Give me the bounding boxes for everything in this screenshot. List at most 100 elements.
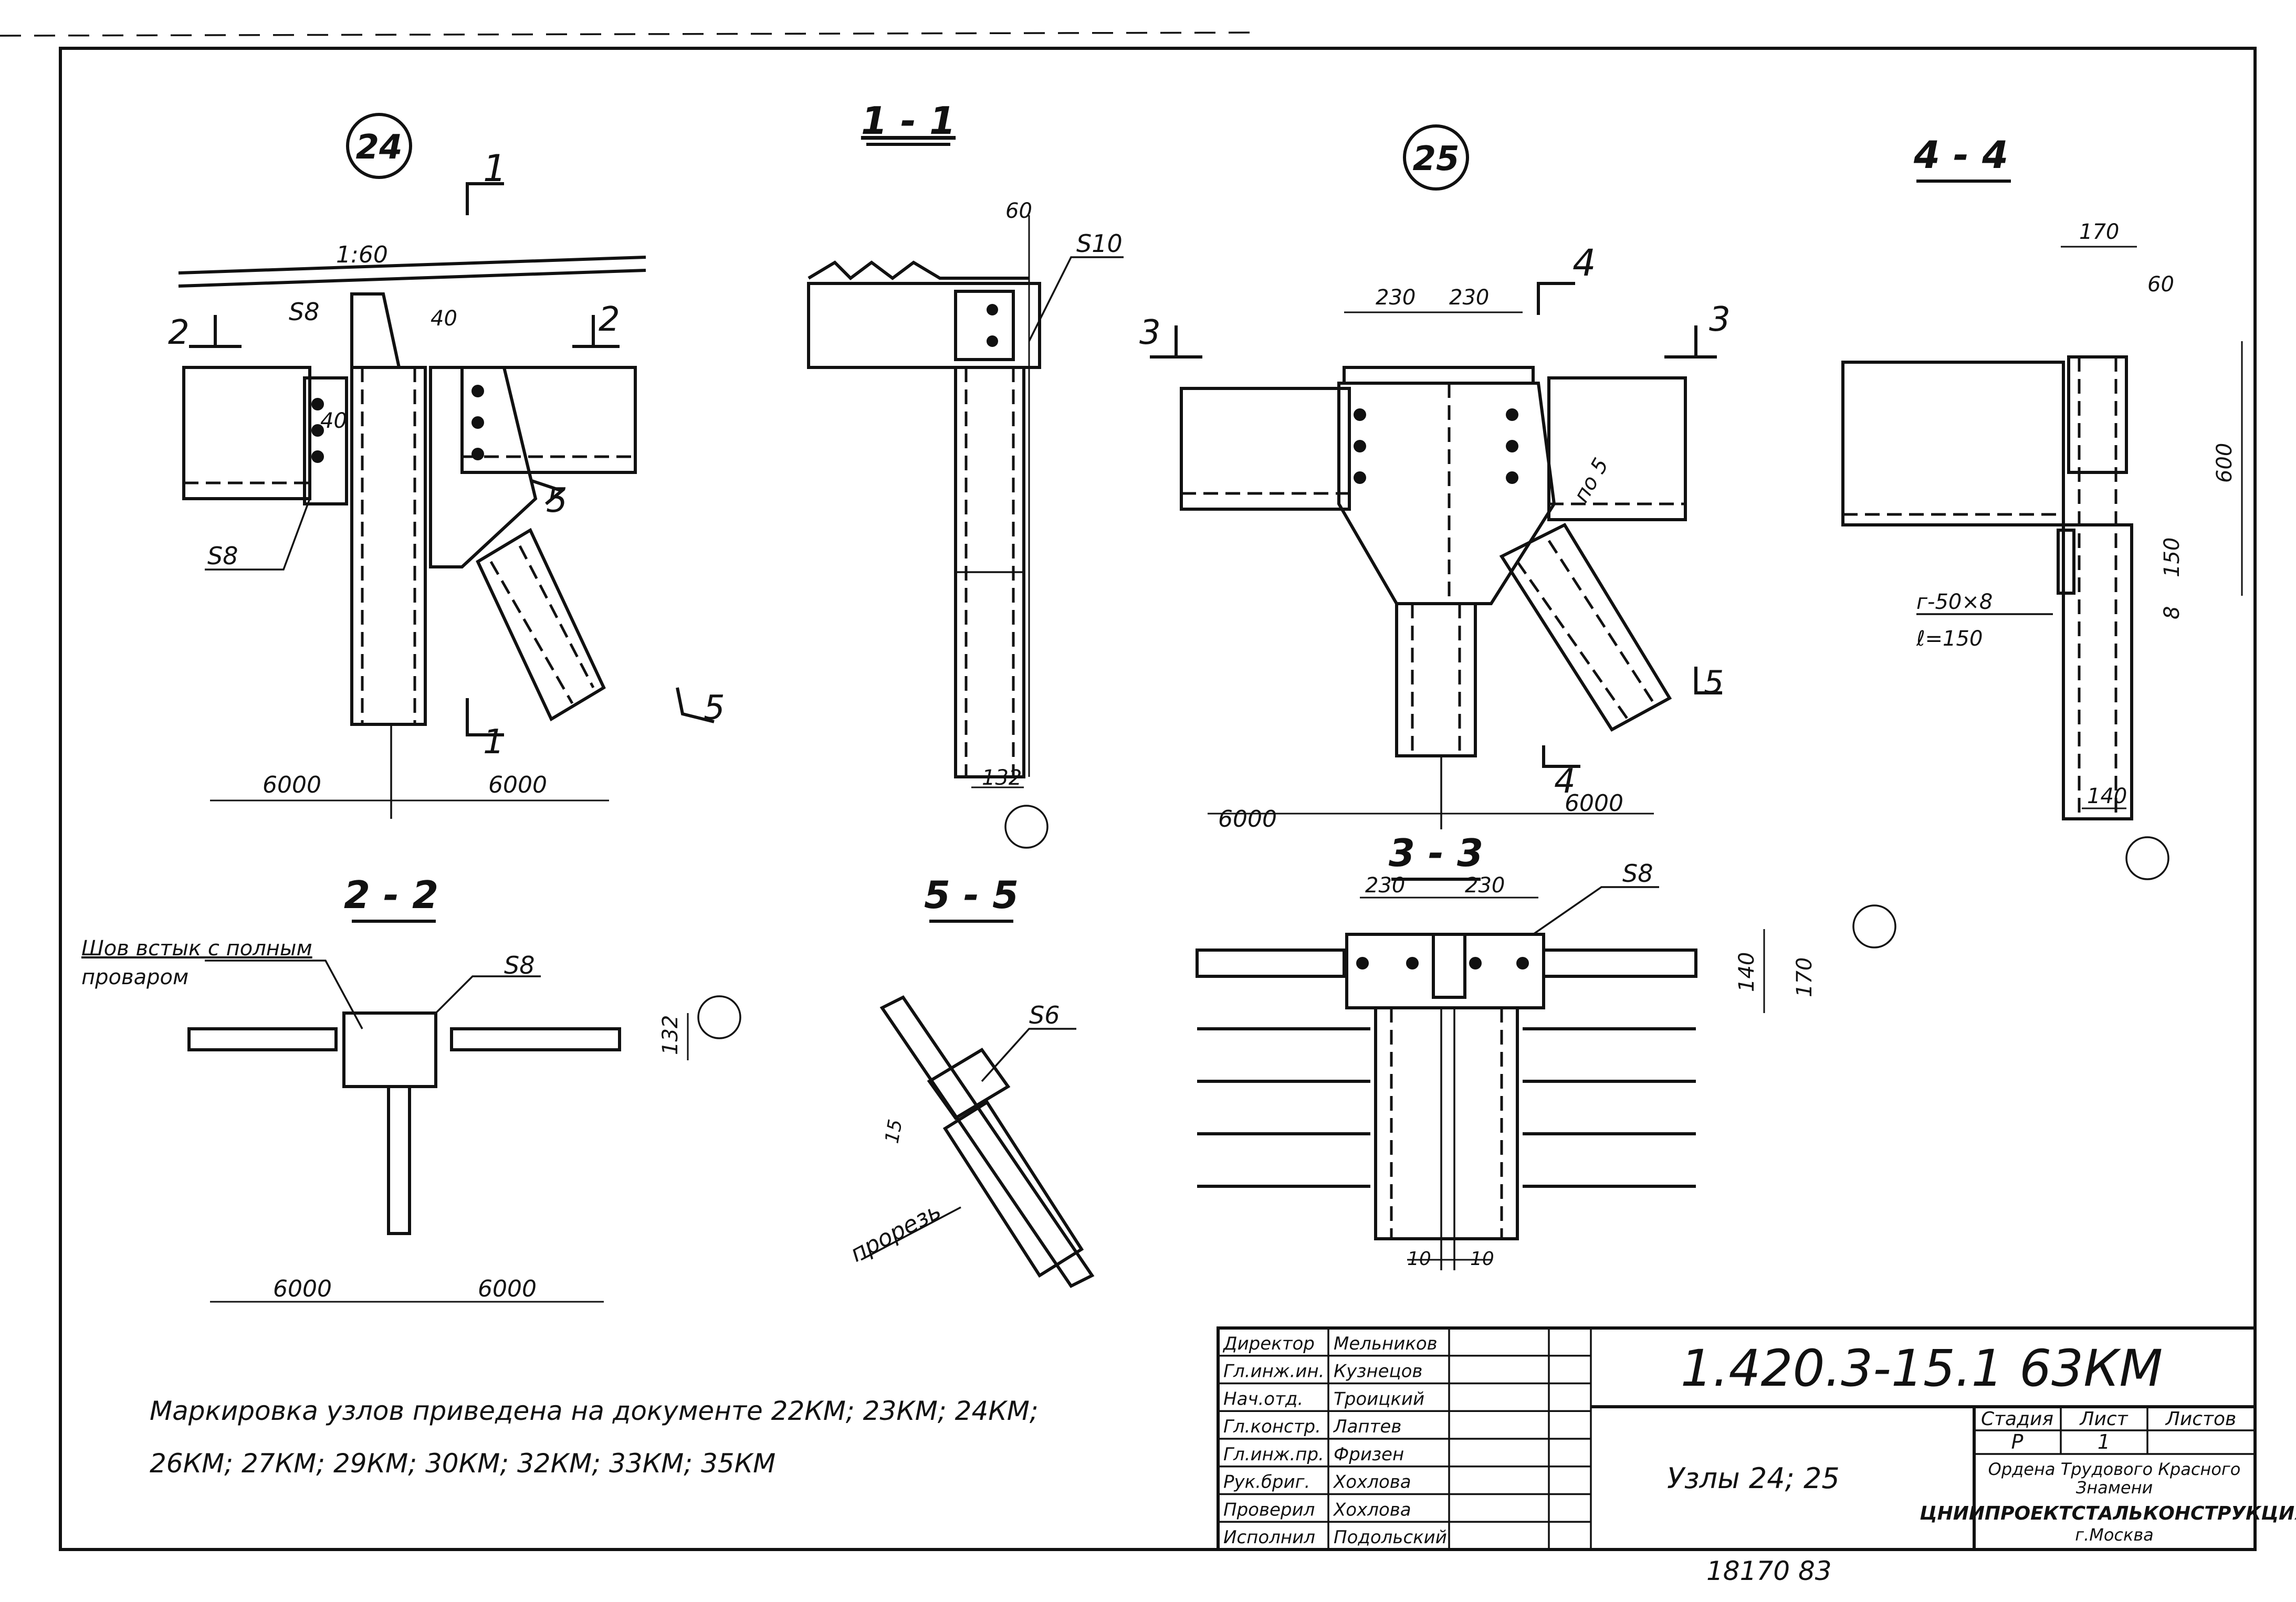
section-3-3-title: 3 - 3 xyxy=(1389,831,1483,875)
section-4-4: 4 - 4 170 60 600 150 8 г-50×8 ℓ=150 140 xyxy=(1841,133,2243,880)
section-2-2-span-left: 6000 xyxy=(273,1276,332,1302)
section-2-2-note-2: проваром xyxy=(81,965,188,989)
node-25-marker xyxy=(1403,124,1469,191)
section-4-4-axis-marker xyxy=(2125,836,2169,880)
node-24-detail: 24 1 1:60 2 2 S8 40 40 S8 xyxy=(168,113,725,819)
note-line-2: 26КМ; 27КМ; 29КМ; 30КМ; 32КМ; 33КМ; 35КМ xyxy=(150,1448,775,1479)
section-4-4-plate-note-2: ℓ=150 xyxy=(1916,627,1983,651)
roof-slope: 1:60 xyxy=(336,241,388,268)
section-2-2-span-right: 6000 xyxy=(478,1276,537,1302)
signature-role: Рук.бриг. xyxy=(1223,1472,1310,1493)
sheet-frame xyxy=(59,47,2257,1551)
cut-5-node25: 5 xyxy=(1704,664,1724,701)
section-3-3-dim-230a: 230 xyxy=(1365,873,1405,898)
signature-role: Нач.отд. xyxy=(1223,1388,1303,1409)
section-1-1-weld: S10 xyxy=(1076,229,1123,258)
section-3-3: 3 - 3 230 230 S8 140 170 10 10 xyxy=(1196,831,1896,1270)
section-3-3-axis-marker xyxy=(1852,904,1896,948)
node24-dim-40a: 40 xyxy=(431,307,457,331)
section-5-5-title: 5 - 5 xyxy=(924,873,1019,917)
signature-name: Кузнецов xyxy=(1334,1361,1422,1382)
signature-name: Мельников xyxy=(1334,1333,1438,1354)
node25-dim-230a: 230 xyxy=(1376,286,1416,310)
section-5-5: 5 - 5 S6 15 прорезь xyxy=(846,873,1095,1288)
section-5-5-slot: прорезь xyxy=(846,1197,946,1267)
signature-name: Хохлова xyxy=(1333,1472,1411,1493)
sheet-value: 1 xyxy=(2098,1430,2110,1453)
section-3-3-dim-230b: 230 xyxy=(1465,873,1505,898)
section-2-2-note-1: Шов встык с полным xyxy=(81,936,312,961)
section-2-2-title: 2 - 2 xyxy=(344,873,438,917)
node24-span-left: 6000 xyxy=(263,772,321,798)
section-4-4-dim-170: 170 xyxy=(2079,220,2119,244)
section-4-4-title: 4 - 4 xyxy=(1913,133,2008,177)
node25-span-right: 6000 xyxy=(1565,790,1623,817)
node24-span-right: 6000 xyxy=(488,772,547,798)
doc-code: 1.420.3-15.1 63КМ xyxy=(1681,1339,2163,1398)
node-25-number: 25 xyxy=(1412,140,1459,178)
node25-dim-230b: 230 xyxy=(1449,286,1489,310)
node-24-number: 24 xyxy=(355,128,402,167)
cut-3-right: 3 xyxy=(1709,300,1731,339)
section-2-2-dim-132: 132 xyxy=(658,1015,683,1055)
signature-name: Подольский xyxy=(1334,1527,1447,1548)
section-4-4-dim-60: 60 xyxy=(2147,272,2174,297)
cut-3-left: 3 xyxy=(1139,313,1161,352)
section-2-2-axis-marker xyxy=(697,995,741,1039)
node-25-detail: 25 4 3 3 230 230 по 5 5 4 xyxy=(1139,124,1731,832)
cut-1-top: 1 xyxy=(483,147,507,190)
org-line-1: Ордена Трудового Красного xyxy=(1988,1459,2241,1479)
section-5-5-gap: 15 xyxy=(881,1118,906,1145)
stage-value: Р xyxy=(2011,1430,2024,1453)
section-3-3-weld: S8 xyxy=(1622,859,1653,888)
signature-role: Гл.констр. xyxy=(1223,1416,1321,1437)
section-1-1: 1 - 1 60 S10 132 xyxy=(807,99,1124,849)
section-1-1-title: 1 - 1 xyxy=(861,99,956,143)
node25-tag-p05: по 5 xyxy=(1569,454,1613,507)
section-3-3-gap-10a: 10 xyxy=(1407,1248,1431,1270)
signature-name: Фризен xyxy=(1334,1444,1404,1465)
section-2-2: 2 - 2 Шов встык с полным проваром S8 132… xyxy=(81,873,741,1303)
section-3-3-gap-10b: 10 xyxy=(1470,1248,1494,1270)
cut-4-bottom: 4 xyxy=(1554,762,1576,801)
signature-role: Директор xyxy=(1222,1333,1315,1354)
section-4-4-dim-140: 140 xyxy=(2087,784,2127,808)
sheets-label: Листов xyxy=(2165,1408,2236,1430)
section-3-3-dim-170: 170 xyxy=(1792,957,1817,997)
note-line-1: Маркировка узлов приведена на документе … xyxy=(150,1396,1039,1426)
org-name: ЦНИИПРОЕКТСТАЛЬКОНСТРУКЦИЯ xyxy=(1920,1503,2296,1524)
node24-dim-40b: 40 xyxy=(320,409,347,433)
node24-weld-left: S8 xyxy=(207,542,238,570)
section-4-4-dim-8: 8 xyxy=(2160,606,2184,619)
sheet-title: Узлы 24; 25 xyxy=(1667,1462,1840,1495)
section-3-3-dim-140: 140 xyxy=(1735,952,1759,992)
node-24-marker xyxy=(346,113,412,179)
node25-span-left: 6000 xyxy=(1218,806,1277,832)
cut-1-bottom: 1 xyxy=(483,723,505,762)
section-4-4-dim-600: 600 xyxy=(2213,443,2237,483)
signature-role: Гл.инж.ин. xyxy=(1223,1361,1324,1382)
org-city: г.Москва xyxy=(2075,1525,2154,1545)
section-1-1-dim-60: 60 xyxy=(1005,199,1032,223)
cut-4-top: 4 xyxy=(1572,241,1596,284)
org-line-2: Знамени xyxy=(2076,1478,2153,1498)
section-4-4-plate-note-1: г-50×8 xyxy=(1916,590,1993,614)
cut-5-lower: 5 xyxy=(704,689,725,728)
stage-label: Стадия xyxy=(1981,1408,2053,1430)
sheet-top-edge xyxy=(0,31,1261,37)
signature-name: Троицкий xyxy=(1334,1388,1424,1409)
section-4-4-dim-150: 150 xyxy=(2160,537,2184,577)
cut-2-left: 2 xyxy=(168,313,190,352)
cut-2-right: 2 xyxy=(599,300,620,339)
archive-number: 18170 83 xyxy=(1706,1556,1832,1586)
section-2-2-weld: S8 xyxy=(504,951,534,979)
signature-role: Проверил xyxy=(1223,1499,1315,1520)
cut-5-upper: 5 xyxy=(546,481,568,520)
sheet-label: Лист xyxy=(2079,1408,2128,1430)
signature-name: Хохлова xyxy=(1333,1499,1411,1520)
signature-name: Лаптев xyxy=(1333,1416,1401,1437)
node24-weld-top: S8 xyxy=(289,298,319,326)
section-1-1-axis-marker xyxy=(1004,805,1049,849)
